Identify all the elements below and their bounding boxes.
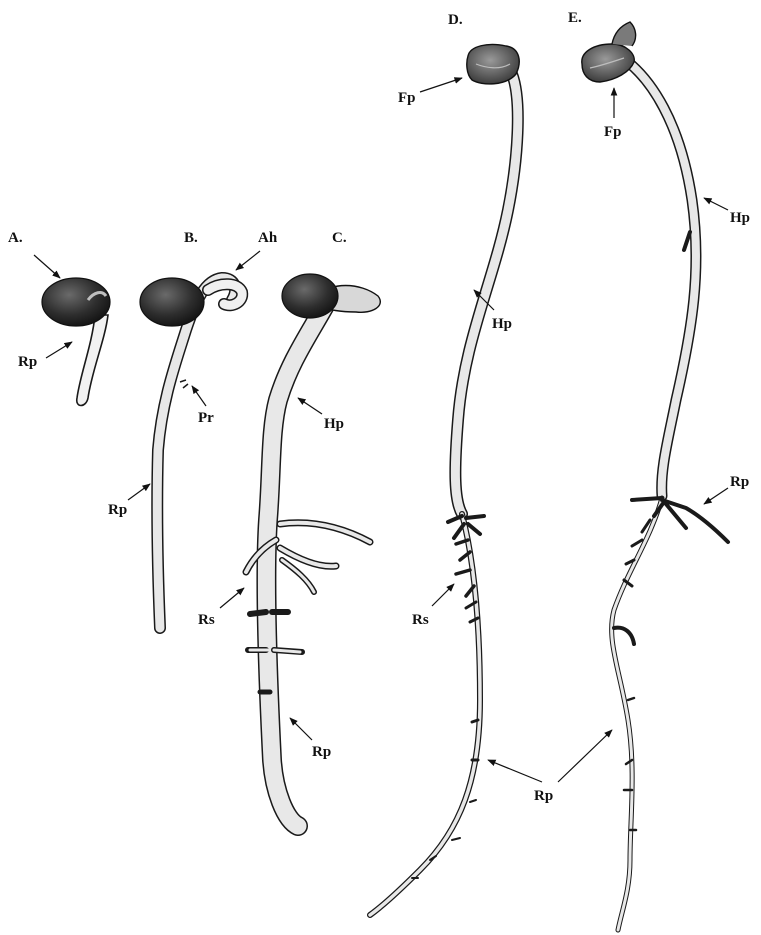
panel-e-label: E. [568,10,582,26]
panel-a-label: A. [8,230,23,246]
panel-b-ah-arrow [236,251,260,270]
panel-e-rp-arrow [704,488,728,504]
panel-b-rp-arrow [128,484,150,500]
panel-b-rp-label: Rp [108,502,127,518]
panel-b-seed [140,278,204,326]
panel-d: D. Fp Hp Rs [370,12,519,915]
panel-d-root-outline [370,514,480,915]
panel-d-stem [455,74,517,514]
shared-rp-arrow-left [488,760,542,782]
panel-e-stem [628,62,696,496]
panel-b-pr-label: Pr [198,410,214,426]
panel-b-label: B. [184,230,198,246]
panel-e-fp-label: Fp [604,124,622,140]
panel-c-label: C. [332,230,347,246]
panel-a-radicle [77,315,108,406]
panel-b-ah-label: Ah [258,230,278,246]
panel-e: E. Fp Hp Rp [568,10,750,930]
panel-d-rs-label: Rs [412,612,429,628]
panel-d-leaves [467,44,519,83]
panel-d-rs-arrow [432,584,454,606]
panel-c-seed [282,274,338,318]
panel-d-label: D. [448,12,463,28]
panel-e-leaf-tip [612,22,636,46]
panel-c-rp-label: Rp [312,744,331,760]
panel-b-pr-arrow [192,386,206,406]
panel-b-root-hairs [180,380,188,388]
panel-c-hp-arrow [298,398,322,414]
panel-b-stem [157,278,235,628]
panel-e-stem-nub [684,232,690,250]
panel-a-rp-arrow [46,342,72,358]
panel-d-fp-label: Fp [398,90,416,106]
panel-c-rs-label: Rs [198,612,215,628]
panel-b-stem-outline [157,278,235,628]
panel-c-rp-arrow [290,718,312,740]
panel-c: C. Hp Rs Rp [198,230,380,826]
panel-e-hp-label: Hp [730,210,750,226]
panel-d-fp-arrow [420,78,462,92]
panel-e-stem-outline [628,62,696,496]
panel-a-rp-label: Rp [18,354,37,370]
shared-rp-arrow-right [558,730,612,782]
shared-rp-label: Rp [534,788,553,804]
panel-e-hp-arrow [704,198,728,210]
panel-c-rs-arrow [220,588,244,608]
shared-rp: Rp [488,730,612,804]
panel-d-root [370,514,480,915]
panel-e-rp-label: Rp [730,474,749,490]
panel-d-hp-label: Hp [492,316,512,332]
panel-c-hp-label: Hp [324,416,344,432]
panel-a: A. Rp [8,230,110,406]
panel-a-seed [42,278,110,326]
panel-a-pointer [34,255,60,278]
panel-b: B. Ah Pr Rp [108,230,278,628]
panel-e-root-outline [612,498,662,930]
